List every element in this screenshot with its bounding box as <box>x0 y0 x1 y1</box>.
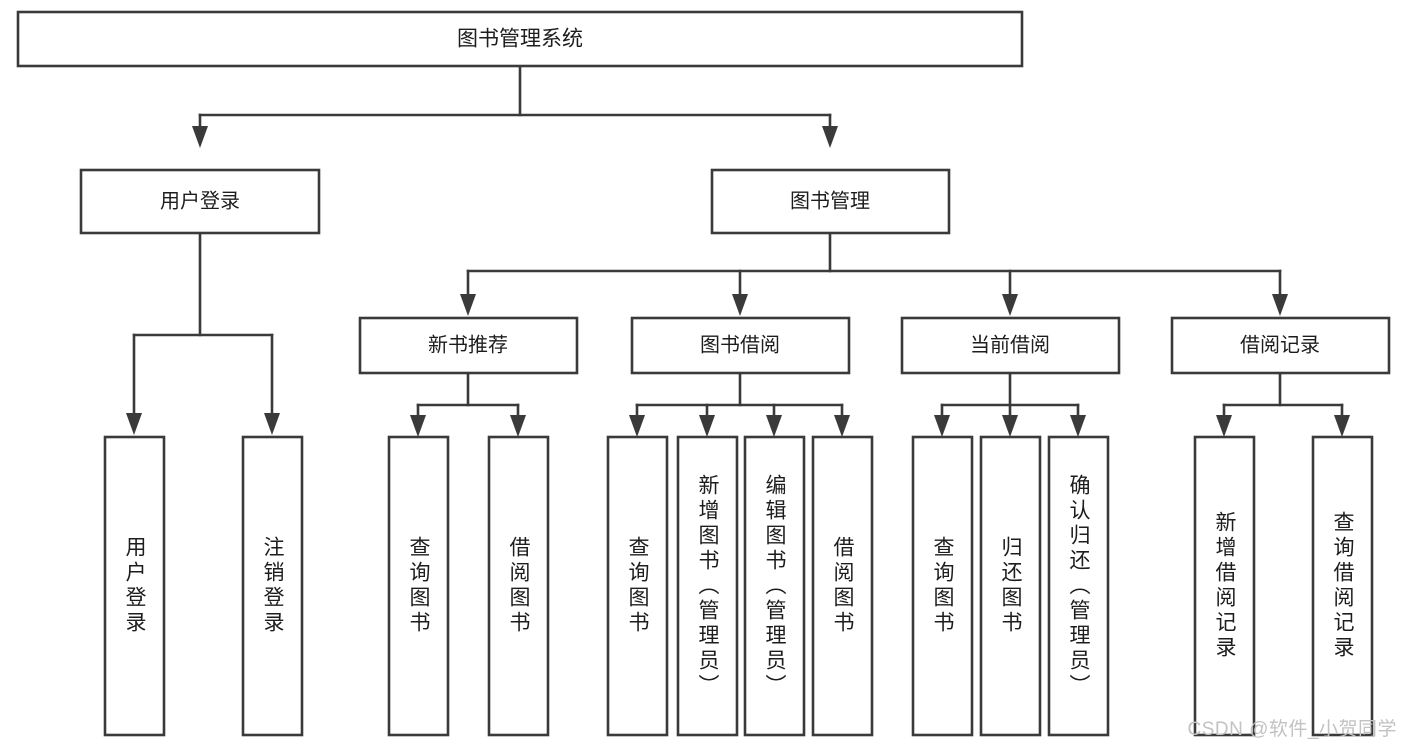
node-new-book-recommend[interactable] <box>358 316 579 375</box>
node-borrow-record[interactable] <box>1170 316 1391 375</box>
node-book-borrow[interactable] <box>630 316 851 375</box>
node-current-borrow-label: 当前借阅 <box>970 333 1050 356</box>
leaf-box-br-query-record[interactable] <box>1311 435 1374 737</box>
leaf-box-br-add-record[interactable] <box>1193 435 1256 737</box>
arrow-new-book-leaf2 <box>510 415 526 437</box>
arrow-new-book-leaf1 <box>410 415 426 437</box>
node-user-login-label: 用户登录 <box>160 189 240 212</box>
arrow-bm-to-new-book <box>460 294 476 316</box>
arrow-current-leaf3 <box>1070 415 1086 437</box>
arrow-bm-to-record <box>1272 294 1288 316</box>
node-root-label: 图书管理系统 <box>457 28 583 51</box>
node-borrow-record-label: 借阅记录 <box>1240 333 1320 356</box>
leaf-box-cb-query-book[interactable] <box>911 435 974 737</box>
leaf-box-logout[interactable] <box>241 435 304 737</box>
leaf-box-cb-return-book[interactable] <box>979 435 1042 737</box>
leaf-box-cb-confirm-return-admin[interactable] <box>1047 435 1110 737</box>
node-book-management[interactable] <box>710 168 951 235</box>
arrow-borrow-leaf3 <box>766 415 782 437</box>
node-book-borrow-label: 图书借阅 <box>700 333 780 356</box>
node-root-library-system[interactable] <box>16 10 1024 68</box>
arrow-borrow-leaf1 <box>629 415 645 437</box>
leaf-box-nbr-borrow-book[interactable] <box>487 435 550 737</box>
leaf-box-bb-query-book[interactable] <box>606 435 669 737</box>
arrow-user-login-leaf2 <box>264 413 280 435</box>
arrow-borrow-leaf4 <box>834 415 850 437</box>
arrow-bm-to-current <box>1002 294 1018 316</box>
leaf-box-user-login[interactable] <box>103 435 166 737</box>
arrow-root-to-user-login <box>192 126 208 148</box>
csdn-watermark: CSDN @软件_小贺同学 <box>1187 719 1397 740</box>
leaf-box-bb-borrow-book[interactable] <box>811 435 874 737</box>
arrow-user-login-leaf1 <box>126 413 142 435</box>
node-book-management-label: 图书管理 <box>790 189 870 212</box>
leaf-box-bb-add-book-admin[interactable] <box>676 435 739 737</box>
arrow-record-leaf2 <box>1334 415 1350 437</box>
leaf-box-bb-edit-book-admin[interactable] <box>743 435 806 737</box>
leaf-box-nbr-query-book[interactable] <box>387 435 450 737</box>
arrow-borrow-leaf2 <box>699 415 715 437</box>
arrow-root-to-book-manage <box>822 126 838 148</box>
arrow-current-leaf1 <box>934 415 950 437</box>
node-user-login[interactable] <box>79 168 321 235</box>
arrow-bm-to-borrow <box>732 294 748 316</box>
node-current-borrow[interactable] <box>900 316 1121 375</box>
node-new-book-recommend-label: 新书推荐 <box>428 333 508 356</box>
arrow-current-leaf2 <box>1002 415 1018 437</box>
arrow-record-leaf1 <box>1216 415 1232 437</box>
